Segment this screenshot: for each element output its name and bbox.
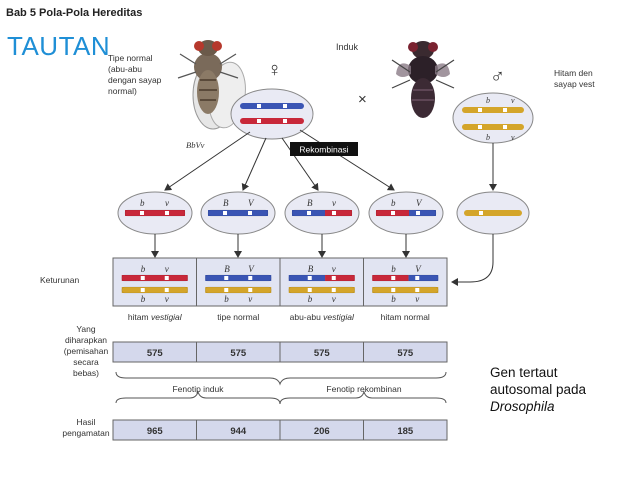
expected-label-line: secara: [73, 357, 99, 367]
phenotype-braces: [115, 371, 447, 405]
slide-title: TAUTAN: [7, 31, 111, 61]
offspring-phenotype: abu-abu vestigial: [290, 312, 355, 322]
value-cell: 575: [230, 348, 247, 359]
value-cell: 575: [397, 348, 414, 359]
offspring-allele-b: B: [308, 264, 314, 274]
gamete-allele-v: v: [165, 198, 169, 208]
gamete-allele-b: b: [140, 198, 145, 208]
expected-label: Yang diharapkan (pemisahan secara bebas): [64, 324, 109, 378]
male-allele-v: v: [511, 133, 515, 142]
expected-values-row: 575 575 575 575: [112, 341, 448, 363]
value-cell: 965: [147, 426, 164, 437]
offspring-allele-v: v: [332, 294, 336, 304]
offspring-phenotype: hitam normal: [381, 312, 430, 322]
offspring-label: Keturunan: [40, 275, 79, 285]
offspring-allele-v: v: [165, 264, 169, 274]
meiosis-arrows: [164, 129, 497, 191]
offspring-phenotype: hitam vestigial: [128, 312, 183, 322]
expected-label-line: bebas): [73, 368, 99, 378]
gamete-allele-v: V: [416, 198, 423, 208]
expected-label-line: (pemisahan: [64, 346, 109, 356]
observed-label-line: pengamatan: [62, 428, 110, 438]
female-description: Tipe normal (abu-abu dengan sayap normal…: [108, 53, 162, 96]
observed-values-row: 965 944 206 185: [112, 419, 448, 441]
caption-line: autosomal pada: [490, 382, 587, 397]
phenotype-group-recombinant: Fenotip rekombinan: [326, 384, 401, 394]
male-description: Hitam den sayap vest: [554, 68, 595, 89]
male-symbol-icon: ♂: [490, 66, 505, 88]
male-gamete-oval: [456, 191, 530, 235]
value-cell: 206: [314, 426, 330, 437]
gamete-allele-b: B: [307, 198, 313, 208]
value-cell: 944: [230, 426, 247, 437]
phenotype-group-parental: Fenotip induk: [172, 384, 224, 394]
female-genotype: BbVv: [186, 140, 205, 150]
offspring-allele-v: v: [332, 264, 336, 274]
parents-label: Induk: [336, 42, 359, 52]
value-cell: 575: [314, 348, 331, 359]
expected-label-line: diharapkan: [65, 335, 107, 345]
caption: Gen tertaut autosomal pada Drosophila: [490, 364, 586, 415]
male-chromosome-oval: b v b v: [452, 92, 534, 144]
offspring-cell: B Vb v: [196, 258, 272, 306]
female-desc-line: (abu-abu: [108, 64, 142, 74]
offspring-phenotype: tipe normal: [217, 312, 259, 322]
expected-label-line: Yang: [76, 324, 95, 334]
chapter-header: Bab 5 Pola-Pola Hereditas: [6, 7, 143, 19]
caption-species: Drosophila: [490, 399, 555, 414]
offspring-allele-b: b: [141, 294, 146, 304]
male-allele-v: v: [511, 96, 515, 105]
gamete-allele-v: V: [248, 198, 255, 208]
male-desc-line: sayap vest: [554, 79, 595, 89]
gamete-allele-v: v: [332, 198, 336, 208]
offspring-cell: b Vb v: [363, 258, 439, 306]
female-desc-line: Tipe normal: [108, 53, 153, 63]
caption-line: Gen tertaut: [490, 365, 558, 380]
female-fly-image: [177, 40, 246, 130]
cross-symbol-icon: ×: [358, 91, 367, 108]
female-chromosome-oval: [230, 88, 314, 140]
male-desc-line: Hitam den: [554, 68, 593, 78]
offspring-allele-v: V: [415, 264, 422, 274]
fertilization-arrows: [151, 234, 494, 286]
offspring-allele-b: b: [391, 264, 396, 274]
offspring-cell: b v b v: [121, 264, 189, 304]
male-allele-b: b: [486, 96, 490, 105]
offspring-allele-v: v: [248, 294, 252, 304]
value-cell: 185: [397, 426, 414, 437]
observed-label-line: Hasil: [77, 417, 96, 427]
offspring-allele-v: v: [415, 294, 419, 304]
offspring-allele-b: b: [224, 294, 229, 304]
offspring-allele-v: V: [248, 264, 255, 274]
female-symbol-icon: ♀: [267, 59, 282, 81]
offspring-allele-b: b: [308, 294, 313, 304]
offspring-allele-b: b: [141, 264, 146, 274]
recombination-badge: Rekombinasi: [290, 142, 358, 156]
gamete-allele-b: B: [223, 198, 229, 208]
male-fly-image: [391, 41, 455, 118]
value-cell: 575: [147, 348, 164, 359]
male-allele-b: b: [486, 133, 490, 142]
offspring-allele-v: v: [165, 294, 169, 304]
offspring-allele-b: B: [224, 264, 230, 274]
female-desc-line: dengan sayap: [108, 75, 162, 85]
offspring-allele-b: b: [391, 294, 396, 304]
recombination-label: Rekombinasi: [299, 145, 348, 155]
female-desc-line: normal): [108, 86, 137, 96]
gamete-allele-b: b: [391, 198, 396, 208]
